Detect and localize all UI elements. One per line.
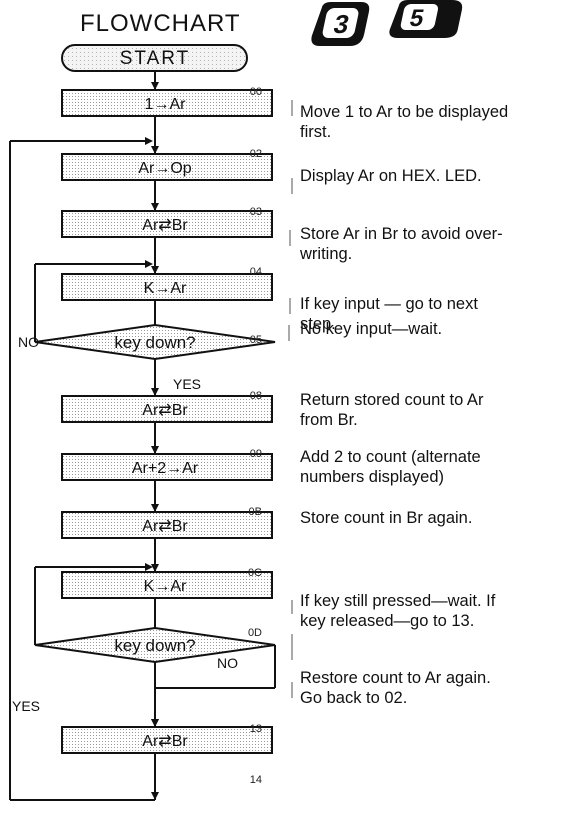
address-08: 08 [250, 390, 262, 402]
description-1: Display Ar on HEX. LED. [300, 167, 482, 185]
decision-label-0D: key down? [114, 636, 195, 655]
process-box-label-00: 1→Ar [145, 96, 187, 113]
loop-arrow [145, 137, 153, 145]
description-line: Store count in Br again. [300, 509, 472, 527]
down-arrow-end [151, 792, 159, 800]
down-arrow-0 [151, 82, 159, 90]
description-9: Restore count to Ar again. Go back to 02. [300, 669, 491, 707]
process-box-label-03: Ar⇄Br [142, 217, 188, 234]
address-03: 03 [250, 206, 262, 218]
decision1-yes-label: YES [173, 376, 201, 392]
description-line: from Br. [300, 411, 358, 429]
address-labels: 00 02 03 04 05 08 09 0B 0C 0D 13 14 [248, 86, 262, 786]
d2-no-arrow [151, 719, 159, 727]
decision2-yes-label: YES [12, 698, 40, 714]
description-line: numbers displayed) [300, 468, 444, 486]
address-09: 09 [250, 448, 262, 460]
description-line: writing. [299, 245, 352, 263]
description-line: first. [300, 123, 331, 141]
address-end: 14 [250, 774, 262, 786]
process-box-label-09: Ar+2→Ar [132, 460, 199, 477]
description-5: Return stored count to Ar from Br. [300, 391, 484, 429]
process-box-label-08: Ar⇄Br [142, 402, 188, 419]
address-04: 04 [250, 266, 262, 278]
address-02: 02 [250, 148, 262, 160]
description-line: key released—go to 13. [300, 612, 474, 630]
address-0D: 0D [248, 627, 262, 639]
arrowheads [145, 82, 159, 800]
start-label: START [120, 48, 191, 69]
key-5-icon: 5 [388, 0, 464, 38]
description-line: Store Ar in Br to avoid over- [300, 225, 503, 243]
description-line: If key still pressed—wait. If [300, 592, 496, 610]
description-line: Add 2 to count (alternate [300, 448, 481, 466]
description-line: If key input — go to next [300, 295, 478, 313]
decision-label-05: key down? [114, 333, 195, 352]
down-arrow-2 [151, 203, 159, 211]
description-8: If key still pressed—wait. If key release… [300, 592, 496, 630]
description-line: Display Ar on HEX. LED. [300, 167, 482, 185]
description-line: No key input—wait. [300, 320, 442, 338]
description-line: Return stored count to Ar [300, 391, 484, 409]
process-box-label-0B: Ar⇄Br [142, 518, 188, 535]
description-line: Go back to 02. [300, 689, 407, 707]
address-0C: 0C [248, 567, 262, 579]
process-box-label-13: Ar⇄Br [142, 733, 188, 750]
description-line: Move 1 to Ar to be displayed [300, 103, 508, 121]
down-arrow-7 [151, 564, 159, 572]
address-00: 00 [250, 86, 262, 98]
process-box-label-04: K→Ar [144, 280, 187, 297]
step-descriptions: Move 1 to Ar to be displayed first. Displa… [299, 103, 508, 707]
decision1-no-label: NO [18, 334, 39, 350]
address-13: 13 [250, 723, 262, 735]
address-05: 05 [250, 334, 262, 346]
description-line: Restore count to Ar again. [300, 669, 491, 687]
description-7: Store count in Br again. [300, 509, 472, 527]
process-box-label-0C: K→Ar [144, 578, 187, 595]
description-2: Store Ar in Br to avoid over-writing. [299, 225, 503, 263]
flowchart-title: FLOWCHART [80, 10, 241, 37]
description-6: Add 2 to count (alternate numbers display… [300, 448, 481, 486]
keypad-key-icons: 3 5 [310, 0, 464, 46]
down-arrow-6 [151, 504, 159, 512]
key-3-icon: 3 [310, 2, 371, 46]
down-arrow-3 [151, 266, 159, 274]
process-box-label-02: Ar→Op [138, 160, 191, 177]
separator-ticks [289, 100, 292, 698]
description-4: No key input—wait. [300, 320, 442, 338]
address-0B: 0B [249, 506, 262, 518]
description-0: Move 1 to Ar to be displayed first. [300, 103, 508, 141]
down-arrow-1 [151, 146, 159, 154]
down-arrow-5 [151, 446, 159, 454]
down-arrow-4 [151, 388, 159, 396]
decision2-no-label: NO [217, 655, 238, 671]
